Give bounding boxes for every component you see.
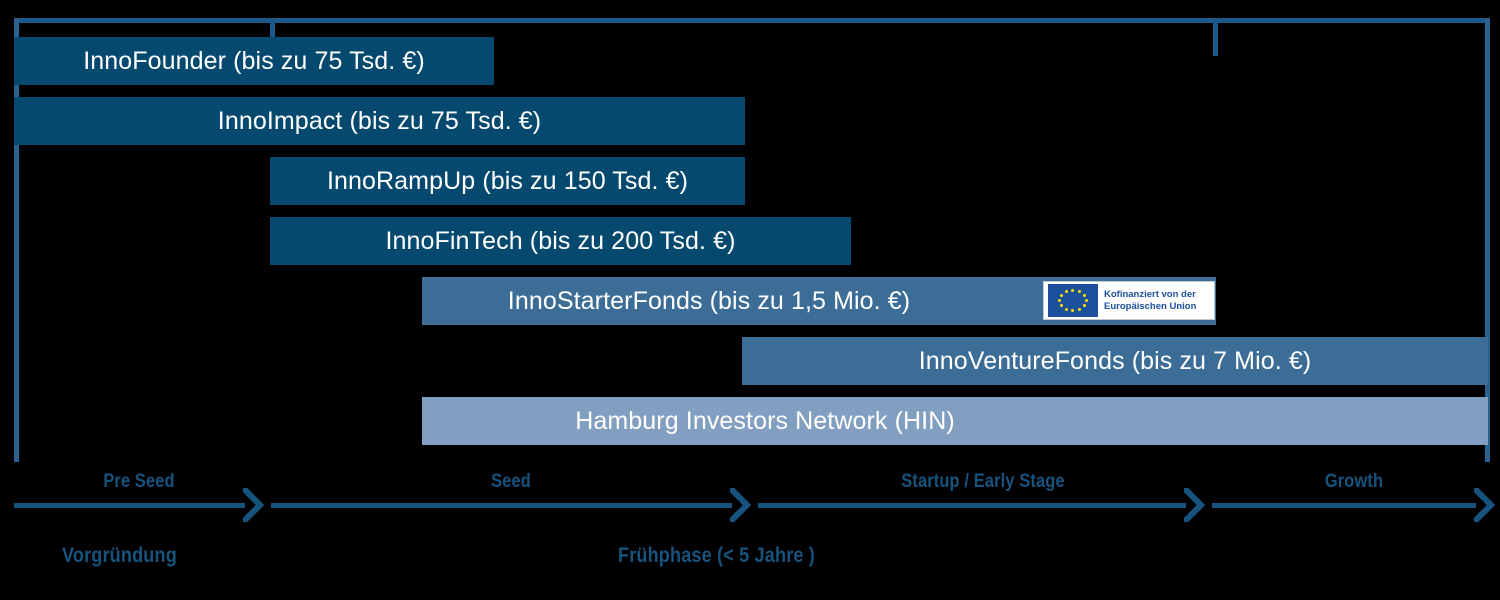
bar-hamburg-investors-network[interactable]: Hamburg Investors Network (HIN) — [422, 397, 1488, 445]
phase-label-vorgruendung: Vorgründung — [62, 544, 177, 567]
bar-label-innofounder: InnoFounder (bis zu 75 Tsd. €) — [83, 46, 425, 75]
bar-innoventurefonds[interactable]: InnoVentureFonds (bis zu 7 Mio. €) — [742, 337, 1488, 385]
eu-badge-text: Kofinanziert von der Europäischen Union — [1104, 289, 1196, 311]
bar-label-innoventurefonds: InnoVentureFonds (bis zu 7 Mio. €) — [918, 346, 1312, 375]
bar-label-innorampup: InnoRampUp (bis zu 150 Tsd. €) — [326, 166, 689, 195]
bar-label-hamburg-investors-network: Hamburg Investors Network (HIN) — [575, 406, 955, 435]
stage-label-growth: Growth — [1324, 471, 1384, 492]
axis-arrow-seed — [730, 488, 752, 522]
axis-segment-seed — [271, 503, 732, 508]
stage-label-seed: Seed — [491, 471, 531, 492]
axis-arrow-startup-early-stage — [1184, 488, 1206, 522]
stage-label-pre-seed: Pre Seed — [103, 471, 175, 492]
axis-segment-growth — [1212, 503, 1476, 508]
eu-badge-line1: Kofinanziert von der — [1104, 289, 1196, 301]
stage-label-startup-early-stage: Startup / Early Stage — [901, 471, 1065, 492]
bar-innofintech[interactable]: InnoFinTech (bis zu 200 Tsd. €) — [270, 217, 851, 265]
axis-arrow-pre-seed — [243, 488, 265, 522]
axis-arrow-growth — [1474, 488, 1496, 522]
axis-vertical-left — [14, 18, 19, 462]
bar-label-innostarterfonds: InnoStarterFonds (bis zu 1,5 Mio. €) — [507, 286, 911, 315]
bar-innofounder[interactable]: InnoFounder (bis zu 75 Tsd. €) — [14, 37, 494, 85]
axis-segment-startup-early-stage — [758, 503, 1186, 508]
bar-innorampup[interactable]: InnoRampUp (bis zu 150 Tsd. €) — [270, 157, 745, 205]
bar-label-innoimpact: InnoImpact (bis zu 75 Tsd. €) — [217, 106, 542, 135]
bar-label-innofintech: InnoFinTech (bis zu 200 Tsd. €) — [385, 226, 736, 255]
axis-vertical-right — [1485, 18, 1490, 462]
eu-cofunding-badge: Kofinanziert von der Europäischen Union — [1043, 281, 1215, 320]
bar-innoimpact[interactable]: InnoImpact (bis zu 75 Tsd. €) — [14, 97, 745, 145]
phase-label-fruehphase: Frühphase (< 5 Jahre ) — [618, 544, 815, 567]
eu-flag-icon — [1048, 284, 1098, 317]
grid-tick-early-growth — [1213, 18, 1218, 56]
axis-segment-pre-seed — [14, 503, 245, 508]
grid-top-line — [14, 18, 1490, 23]
eu-badge-line2: Europäischen Union — [1104, 300, 1197, 312]
